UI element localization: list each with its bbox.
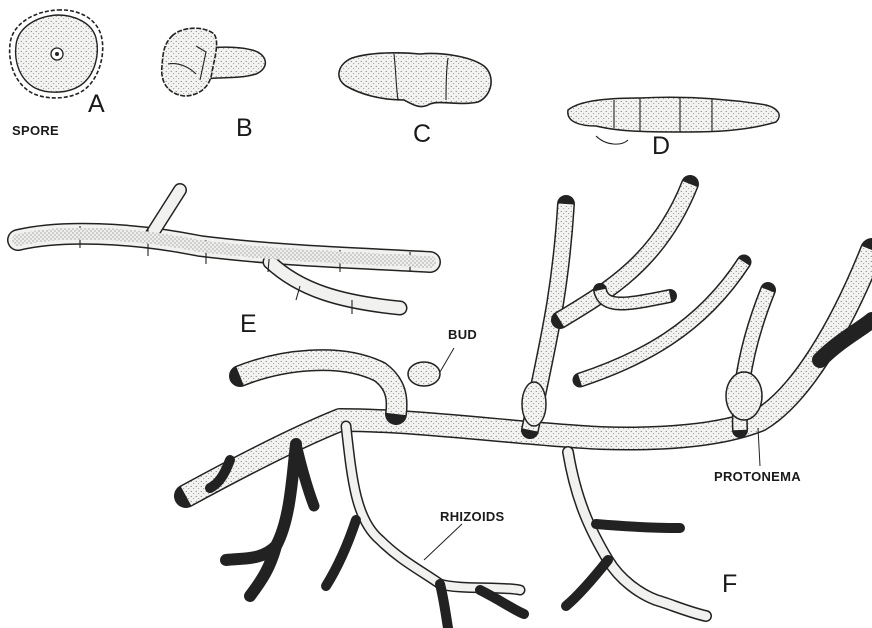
label-spore: SPORE — [12, 124, 59, 137]
label-f: F — [722, 572, 737, 597]
label-bud: BUD — [448, 328, 477, 341]
germinating-spore-drawing — [162, 28, 266, 96]
label-e: E — [240, 312, 257, 337]
label-c: C — [413, 122, 431, 147]
filament-e-drawing — [18, 190, 430, 314]
spore-drawing — [10, 10, 103, 98]
label-protonema: PROTONEMA — [714, 470, 801, 483]
protonema-leader-line — [758, 428, 760, 466]
bud-leader-line — [440, 348, 454, 372]
label-rhizoids: RHIZOIDS — [440, 510, 505, 523]
filament-d-drawing — [568, 97, 779, 144]
rhizoids-leader-line — [424, 524, 462, 560]
label-b: B — [236, 116, 253, 141]
label-a: A — [88, 92, 105, 117]
filament-c-drawing — [339, 53, 491, 107]
label-d: D — [652, 134, 670, 159]
